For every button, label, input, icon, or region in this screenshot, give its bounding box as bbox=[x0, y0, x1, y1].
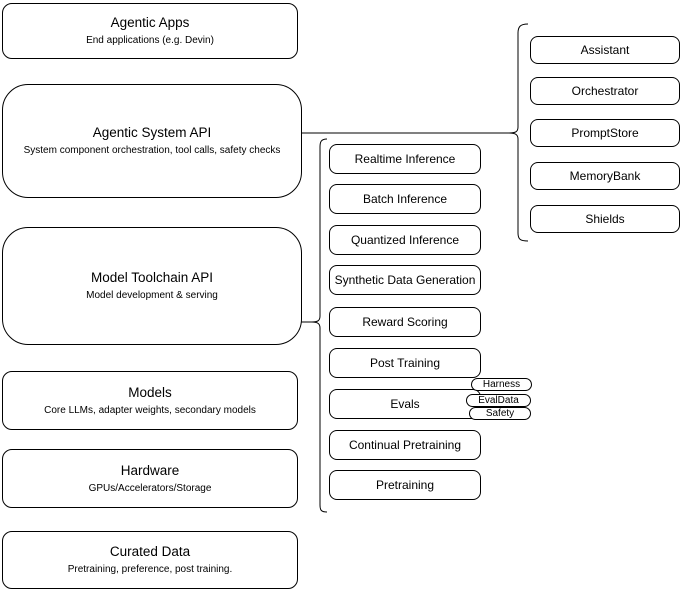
toolchain-item-label: Reward Scoring bbox=[362, 315, 448, 329]
toolchain-item-reward-scoring: Reward Scoring bbox=[329, 307, 481, 337]
toolchain-item-pretraining: Pretraining bbox=[329, 470, 481, 500]
system-component-orchestrator: Orchestrator bbox=[530, 77, 680, 105]
brace-toolchain-items bbox=[311, 138, 328, 513]
box-agentic-system-api: Agentic System API System component orch… bbox=[2, 84, 302, 198]
toolchain-item-label: Quantized Inference bbox=[350, 233, 460, 247]
system-component-label: Shields bbox=[585, 212, 625, 226]
box-subtitle: Model development & serving bbox=[86, 290, 218, 301]
system-component-label: Orchestrator bbox=[571, 84, 639, 98]
box-subtitle: Pretraining, preference, post training. bbox=[67, 564, 233, 575]
toolchain-item-label: Evals bbox=[390, 397, 420, 411]
box-agentic-apps: Agentic Apps End applications (e.g. Devi… bbox=[2, 3, 298, 59]
toolchain-item-continual-pretraining: Continual Pretraining bbox=[329, 430, 481, 460]
box-curated-data: Curated Data Pretraining, preference, po… bbox=[2, 531, 298, 589]
system-component-assistant: Assistant bbox=[530, 36, 680, 64]
toolchain-item-label: Pretraining bbox=[375, 478, 435, 492]
box-title: Models bbox=[128, 384, 172, 400]
box-hardware: Hardware GPUs/Accelerators/Storage bbox=[2, 449, 298, 508]
box-subtitle: Core LLMs, adapter weights, secondary mo… bbox=[44, 404, 256, 416]
box-subtitle: End applications (e.g. Devin) bbox=[86, 35, 214, 46]
box-model-toolchain-api: Model Toolchain API Model development & … bbox=[2, 227, 302, 345]
box-title: Agentic System API bbox=[92, 125, 212, 140]
toolchain-item-realtime-inference: Realtime Inference bbox=[329, 144, 481, 174]
eval-tag-evaldata: EvalData bbox=[466, 394, 531, 407]
eval-tag-safety: Safety bbox=[469, 407, 531, 420]
toolchain-item-synthetic-data-generation: Synthetic Data Generation bbox=[329, 265, 481, 295]
toolchain-item-label: Batch Inference bbox=[362, 192, 448, 206]
box-title: Model Toolchain API bbox=[90, 270, 214, 285]
toolchain-item-label: Continual Pretraining bbox=[348, 438, 462, 452]
system-component-promptstore: PromptStore bbox=[530, 119, 680, 147]
eval-tag-label: Harness bbox=[482, 379, 521, 390]
box-models: Models Core LLMs, adapter weights, secon… bbox=[2, 371, 298, 430]
system-component-label: PromptStore bbox=[571, 126, 639, 140]
eval-tag-harness: Harness bbox=[471, 378, 532, 391]
toolchain-item-evals: Evals bbox=[329, 389, 481, 419]
toolchain-item-label: Synthetic Data Generation bbox=[334, 273, 476, 287]
system-component-memorybank: MemoryBank bbox=[530, 162, 680, 190]
box-subtitle: System component orchestration, tool cal… bbox=[23, 145, 281, 156]
box-title: Agentic Apps bbox=[110, 15, 190, 30]
toolchain-item-post-training: Post Training bbox=[329, 348, 481, 378]
brace-system-components bbox=[508, 23, 529, 242]
toolchain-item-label: Post Training bbox=[369, 356, 441, 370]
system-component-shields: Shields bbox=[530, 205, 680, 233]
eval-tag-label: EvalData bbox=[478, 395, 519, 406]
system-component-label: MemoryBank bbox=[569, 169, 641, 183]
toolchain-item-label: Realtime Inference bbox=[354, 152, 456, 166]
box-title: Hardware bbox=[120, 462, 180, 478]
toolchain-item-quantized-inference: Quantized Inference bbox=[329, 225, 481, 255]
eval-tag-label: Safety bbox=[485, 408, 515, 419]
toolchain-item-batch-inference: Batch Inference bbox=[329, 184, 481, 214]
box-subtitle: GPUs/Accelerators/Storage bbox=[88, 482, 212, 494]
box-title: Curated Data bbox=[109, 544, 191, 559]
system-component-label: Assistant bbox=[580, 43, 630, 57]
